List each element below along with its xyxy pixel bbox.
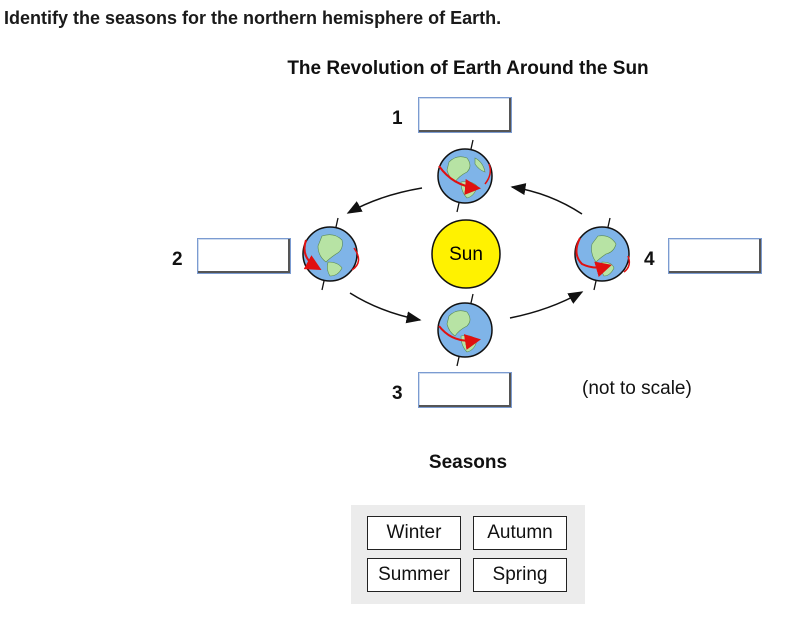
seasons-title: Seasons [428,452,508,473]
earth-position-3-icon [437,293,493,367]
earth-position-2-icon [302,217,360,291]
orbit-arrow-2-to-3 [349,292,422,324]
drop-box-position-2[interactable] [197,238,291,274]
sun-label: Sun [449,244,483,265]
drop-box-position-1[interactable] [418,97,512,133]
earth-position-1-icon [437,139,493,213]
position-label-4: 4 [644,249,655,270]
drop-box-position-4[interactable] [668,238,762,274]
season-tile-autumn[interactable]: Autumn [473,516,567,550]
season-tile-summer[interactable]: Summer [367,558,461,592]
seasons-tray: Winter Autumn Summer Spring [351,505,585,604]
position-label-3: 3 [392,383,403,404]
drop-box-position-3[interactable] [418,372,512,408]
position-label-2: 2 [172,249,183,270]
not-to-scale-note: (not to scale) [582,378,692,399]
season-tile-winter[interactable]: Winter [367,516,461,550]
orbit-arrow-3-to-4 [509,291,584,319]
sun [431,219,501,289]
orbit-arrow-1-to-2 [346,187,423,214]
diagram-title: The Revolution of Earth Around the Sun [287,58,649,79]
position-label-1: 1 [392,108,403,129]
question-text: Identify the seasons for the northern he… [4,8,502,28]
orbit-arrow-4-to-1 [510,183,583,215]
season-tile-spring[interactable]: Spring [473,558,567,592]
earth-position-4-icon [574,217,631,291]
